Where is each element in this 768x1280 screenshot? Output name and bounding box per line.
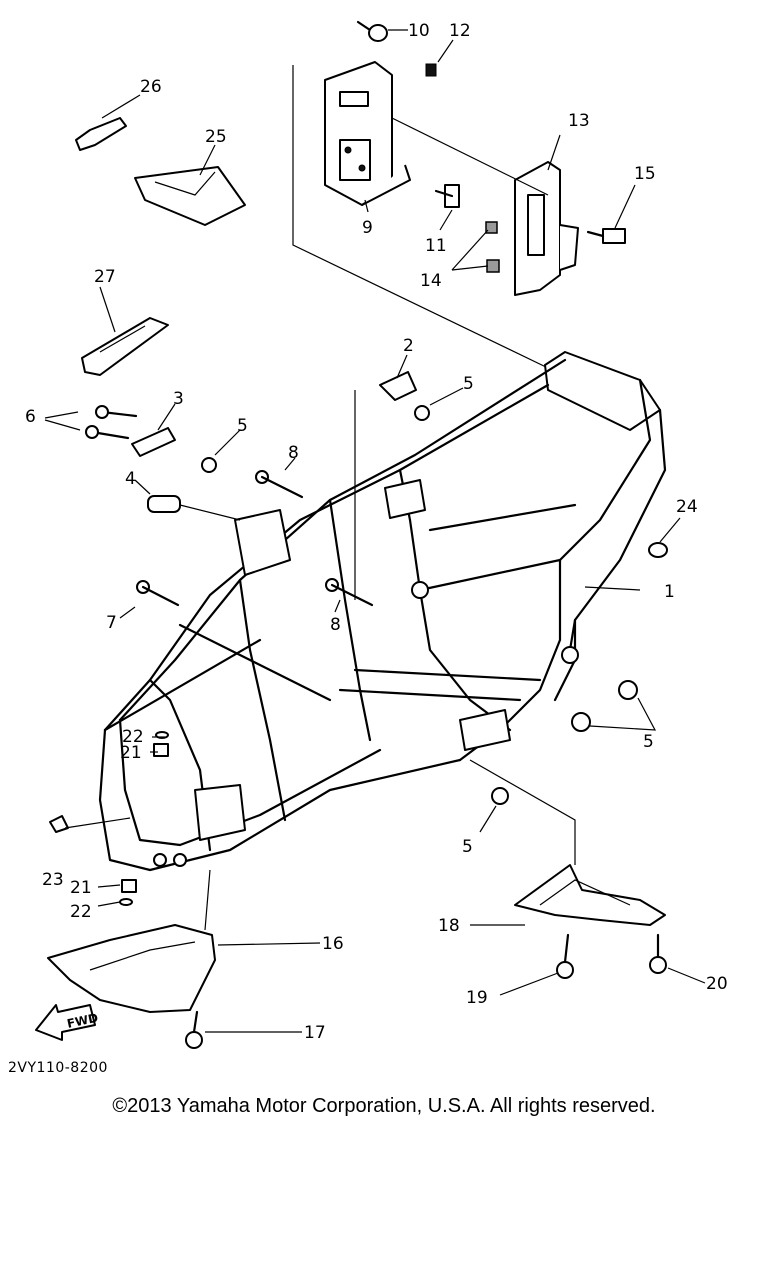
callout-14: 14 xyxy=(420,271,442,291)
nut-5e xyxy=(491,787,509,805)
bracket-13 xyxy=(514,161,579,296)
leader-lines xyxy=(44,29,706,1033)
guard-16 xyxy=(47,924,216,1013)
callout-5d: 5 xyxy=(462,837,473,857)
callout-8b: 8 xyxy=(330,615,341,635)
diagram-code: 2VY110-8200 xyxy=(8,1060,108,1076)
callout-26: 26 xyxy=(140,77,162,97)
nut-5d xyxy=(571,712,591,732)
bolt-17 xyxy=(185,1010,203,1049)
collar-21a xyxy=(153,743,169,757)
collar-21b xyxy=(121,879,137,893)
bracket-2 xyxy=(379,371,417,401)
bolt-10 xyxy=(356,20,388,42)
clip-23 xyxy=(49,815,69,833)
callout-16: 16 xyxy=(322,934,344,954)
callout-3: 3 xyxy=(173,389,184,409)
cap-24 xyxy=(648,542,668,558)
callout-13: 13 xyxy=(568,111,590,131)
bolt-8a xyxy=(255,470,304,499)
callout-17: 17 xyxy=(304,1023,326,1043)
damper-4 xyxy=(147,495,181,513)
callout-9: 9 xyxy=(362,218,373,238)
nut-5c xyxy=(618,680,638,700)
svg-text:FWD: FWD xyxy=(66,1011,100,1031)
callout-22a: 22 xyxy=(122,727,144,747)
damper-14b xyxy=(486,259,500,273)
footrest-bracket-18 xyxy=(514,864,666,926)
callout-7: 7 xyxy=(106,613,117,633)
battery-box-9 xyxy=(324,61,411,206)
callout-4: 4 xyxy=(125,469,136,489)
callout-1: 1 xyxy=(664,582,675,602)
callout-20: 20 xyxy=(706,974,728,994)
callout-27: 27 xyxy=(94,267,116,287)
callout-12: 12 xyxy=(449,21,471,41)
tool-27 xyxy=(81,317,169,376)
callout-23: 23 xyxy=(42,870,64,890)
callout-11: 11 xyxy=(425,236,447,256)
callout-10: 10 xyxy=(408,21,430,41)
callout-21b: 21 xyxy=(70,878,92,898)
washer-22b xyxy=(119,898,133,906)
tool-bag-25 xyxy=(134,166,246,226)
bolt-19 xyxy=(556,933,574,979)
callout-18: 18 xyxy=(438,916,460,936)
callout-24: 24 xyxy=(676,497,698,517)
callout-5a: 5 xyxy=(463,374,474,394)
callout-15: 15 xyxy=(634,164,656,184)
bolt-20 xyxy=(649,933,667,974)
frame-exploded-diagram: FWD xyxy=(25,20,728,1049)
callout-5b: 5 xyxy=(237,416,248,436)
callout-21a: 21 xyxy=(120,743,142,763)
nut-12 xyxy=(425,63,437,77)
callout-6: 6 xyxy=(25,407,36,427)
nut-5b xyxy=(201,457,217,473)
damper-14a xyxy=(485,221,498,234)
callout-25: 25 xyxy=(205,127,227,147)
strap-26 xyxy=(75,117,127,151)
callout-5c: 5 xyxy=(643,732,654,752)
bolt-15 xyxy=(586,228,626,244)
callout-labels: 1 2 3 4 5 5 5 5 6 7 8 8 9 10 11 12 13 14… xyxy=(25,21,728,1043)
nut-5a xyxy=(414,405,430,421)
callout-2: 2 xyxy=(403,336,414,356)
bolt-8b xyxy=(325,578,374,607)
fwd-arrow-icon: FWD xyxy=(35,1004,100,1041)
callout-8a: 8 xyxy=(288,443,299,463)
bolt-6 xyxy=(85,405,138,440)
callout-22b: 22 xyxy=(70,902,92,922)
frame-1 xyxy=(98,351,667,872)
bolt-11 xyxy=(434,184,460,208)
copyright-notice: ©2013 Yamaha Motor Corporation, U.S.A. A… xyxy=(112,1095,656,1117)
plate-3 xyxy=(131,427,176,457)
callout-19: 19 xyxy=(466,988,488,1008)
bolt-7 xyxy=(136,580,180,607)
